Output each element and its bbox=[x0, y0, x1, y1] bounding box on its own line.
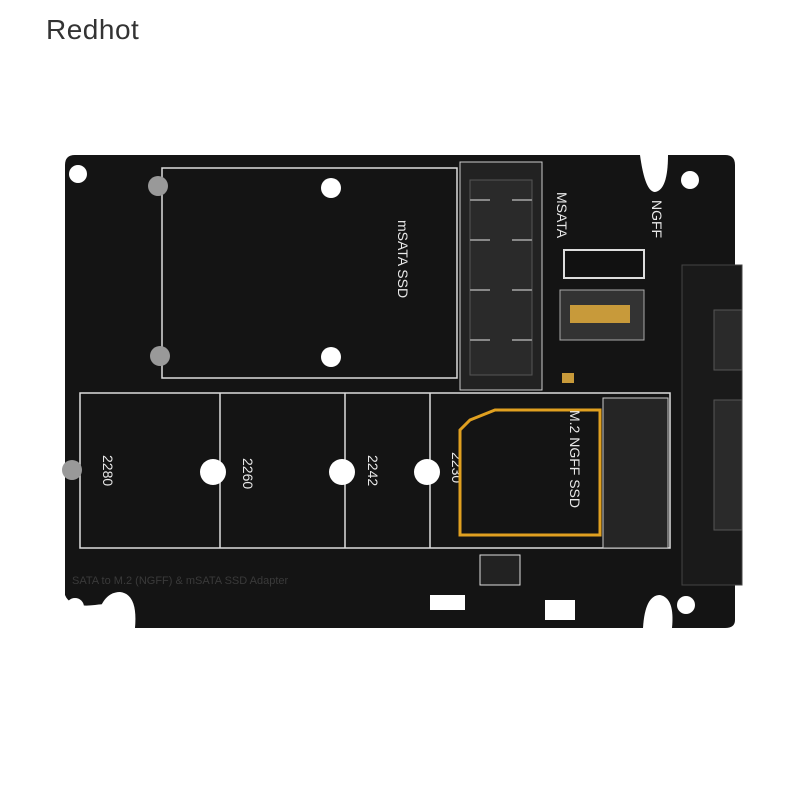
length-2242: 2242 bbox=[365, 455, 381, 486]
msata-label: mSATA SSD bbox=[395, 220, 411, 298]
bottom-silkscreen-text: SATA to M.2 (NGFF) & mSATA SSD Adapter bbox=[72, 575, 289, 587]
length-2280: 2280 bbox=[100, 455, 116, 486]
mounting-holes bbox=[66, 155, 699, 628]
length-2260: 2260 bbox=[240, 458, 256, 489]
watermark: Redhot bbox=[46, 14, 140, 45]
length-2230: 2230 bbox=[449, 452, 465, 483]
ngff-label: NGFF bbox=[649, 200, 665, 238]
m2-label: M.2 NGFF SSD bbox=[567, 410, 583, 508]
msata-switch-label: MSATA bbox=[554, 192, 570, 239]
